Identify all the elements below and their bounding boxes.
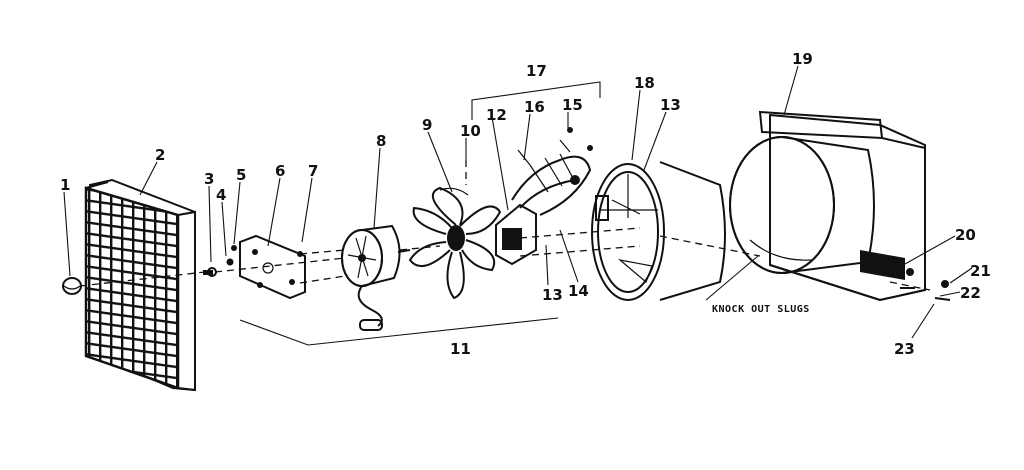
callout-9: 9 [422,116,432,134]
housing-ring-part [591,161,726,301]
callout-22: 22 [960,284,981,302]
callout-20: 20 [955,226,976,244]
callout-18: 18 [634,74,655,92]
callout-19: 19 [792,50,813,68]
callout-4: 4 [216,186,226,204]
callout-15: 15 [562,96,583,114]
callout-8: 8 [376,132,386,150]
callout-5: 5 [236,166,246,184]
leader-lines [63,65,973,339]
callout-12: 12 [486,106,507,124]
callout-16: 16 [524,98,545,116]
callout-21: 21 [970,262,991,280]
callout-7: 7 [308,162,318,180]
knock-out-slugs-note: KNOCK OUT SLUGS [712,304,810,315]
grille-part [84,178,196,392]
bracket-part [239,234,306,300]
motor-part [341,224,411,331]
callout-6: 6 [275,162,285,180]
callout-13a: 13 [542,286,563,304]
callout-1: 1 [60,176,70,194]
callout-14: 14 [568,282,589,300]
callout-2: 2 [155,146,165,164]
assembly-axis-lines [79,160,931,291]
callout-23: 23 [894,340,915,358]
small-parts-20-23 [900,280,951,301]
callout-labels: 1 2 3 4 5 6 7 8 9 10 11 12 13 14 15 16 1… [60,50,991,358]
callout-3: 3 [204,170,214,188]
callout-13b: 13 [660,96,681,114]
callout-10: 10 [460,122,481,140]
knob-part [62,277,82,295]
damper-part [495,127,593,266]
fan-blade-part [408,186,502,300]
callout-11: 11 [450,340,471,358]
housing-box-part [729,110,926,302]
group-bracket-11 [239,317,559,346]
callout-17: 17 [526,62,547,80]
group-bracket-17 [471,81,601,120]
